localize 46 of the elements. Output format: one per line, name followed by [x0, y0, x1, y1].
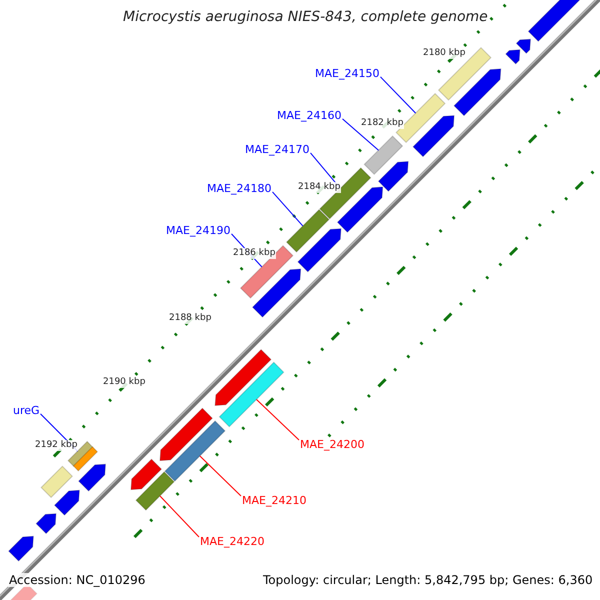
gene-block	[8, 536, 34, 562]
gene-label: MAE_24150	[315, 67, 380, 80]
gene-bar	[218, 362, 284, 428]
gene-block	[130, 458, 162, 490]
leader-line	[160, 496, 200, 538]
gene-block	[505, 49, 520, 65]
gene-label: MAE_24210	[242, 494, 306, 508]
gene-block	[214, 348, 272, 406]
position-label: 2186 kbp	[232, 248, 276, 259]
gene-block	[252, 268, 302, 318]
gene-block	[159, 408, 213, 462]
gene-block	[36, 513, 57, 534]
position-label: 2192 kbp	[34, 440, 78, 451]
gene-bar	[40, 466, 73, 498]
leader-line	[272, 191, 304, 226]
gene-label: MAE_24190	[166, 224, 230, 238]
position-label: 2182 kbp	[360, 118, 404, 129]
leader-line	[380, 76, 416, 114]
gene-label: MAE_24180	[207, 182, 272, 196]
leader-line	[342, 118, 379, 151]
gene-label: MAE_24220	[200, 535, 264, 548]
position-label: 2180 kbp	[422, 48, 466, 59]
gene-bar	[135, 471, 175, 511]
gene-label: MAE_24160	[277, 109, 342, 122]
position-label: 2190 kbp	[102, 377, 146, 388]
gene-bar	[286, 208, 330, 253]
gene-bar	[164, 420, 226, 482]
leader-line	[199, 456, 242, 496]
position-label: 2188 kbp	[168, 313, 212, 324]
gene-label: MAE_24170	[245, 143, 310, 156]
accession-label: Accession: NC_010296	[8, 573, 146, 588]
position-label: 2184 kbp	[297, 182, 342, 193]
gene-block	[54, 490, 80, 516]
gene-label: MAE_24200	[300, 438, 364, 452]
gene-block	[378, 160, 409, 192]
gene-block	[297, 228, 342, 272]
gene-bar	[364, 135, 404, 175]
gene-block	[516, 38, 532, 54]
gene-block	[453, 68, 502, 116]
gene-label: ureG	[13, 404, 40, 418]
genome-info: Topology: circular; Length: 5,842,795 bp; Genes: 6,360	[262, 573, 594, 588]
leader-line	[256, 399, 300, 440]
title: Microcystis aeruginosa NIES-843, complete genome	[123, 9, 488, 26]
gene-bar	[319, 167, 372, 220]
gene-block	[412, 115, 455, 158]
gene-block	[78, 464, 106, 492]
